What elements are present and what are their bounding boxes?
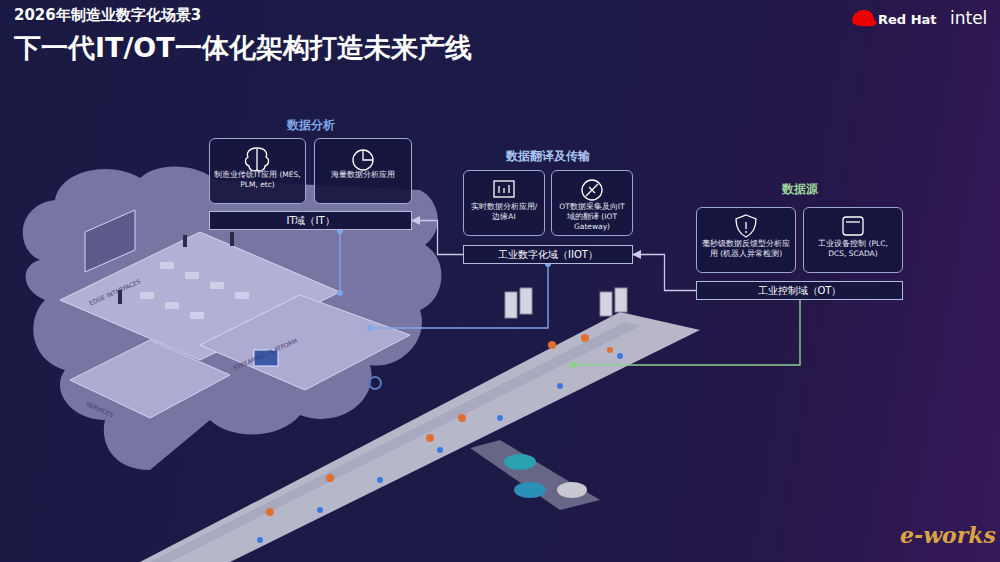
server-rack xyxy=(600,292,612,316)
redhat-logo xyxy=(852,10,877,26)
station-dot xyxy=(437,447,443,453)
person xyxy=(183,235,187,247)
group-heading: 数据源 xyxy=(696,181,903,198)
station-dot xyxy=(377,477,383,483)
tile xyxy=(165,302,179,309)
production-line xyxy=(140,288,700,562)
robot xyxy=(607,347,613,353)
station-dot xyxy=(317,507,323,513)
tile xyxy=(160,262,174,269)
server-rack xyxy=(505,292,517,318)
tile xyxy=(190,312,204,319)
robot xyxy=(548,341,556,349)
app-box: 实时数据分析应用/边缘AI xyxy=(463,170,545,236)
line-strip xyxy=(140,312,700,562)
band-text: IT域（IT） xyxy=(286,214,334,228)
station-dot xyxy=(257,537,263,543)
cloud-group xyxy=(23,166,442,470)
band-text: 工业控制域（OT） xyxy=(758,284,842,298)
flow-arrow xyxy=(412,221,463,255)
cars xyxy=(504,454,587,498)
flow-arrow xyxy=(633,255,696,291)
robot xyxy=(326,474,334,482)
servers xyxy=(505,288,627,318)
it-drop-line xyxy=(339,230,340,292)
scene-subtitle: 2026年制造业数字化场景3 xyxy=(14,6,201,25)
car xyxy=(557,482,587,498)
brand-logo: intel xyxy=(950,8,987,28)
line-strip-edge xyxy=(150,322,640,562)
ot-end-dot xyxy=(570,362,577,369)
hub-circle xyxy=(369,377,381,389)
car xyxy=(514,482,546,498)
box-text: 实时数据分析应用/边缘AI xyxy=(468,202,540,222)
iiot-end-dot xyxy=(367,325,373,331)
app-box: 毫秒级数据反馈型分析应用 (机器人异常检测) xyxy=(696,207,796,273)
app-box: 海量数据分析应用 xyxy=(314,138,412,204)
station-dot xyxy=(497,415,503,421)
domain-band: 工业数字化域（IIOT） xyxy=(463,245,633,264)
person xyxy=(230,232,234,246)
people xyxy=(118,232,234,304)
cloud-shape xyxy=(23,166,442,470)
redhat-icon xyxy=(852,10,877,26)
box-text: 工业设备控制 (PLC, DCS, SCADA) xyxy=(808,239,898,259)
band-text: 工业数字化域（IIOT） xyxy=(498,248,598,262)
slide-title: 下一代IT/OT一体化架构打造未来产线 xyxy=(14,30,472,66)
ot-drop-line xyxy=(573,300,800,365)
domain-band: 工业控制域（OT） xyxy=(696,281,903,300)
brand-logo: Red Hat xyxy=(878,12,937,27)
domain-band: IT域（IT） xyxy=(209,211,412,230)
robots xyxy=(266,334,613,516)
group-heading: 数据分析 xyxy=(209,117,412,134)
it-end-dot xyxy=(337,290,343,296)
road xyxy=(470,440,600,510)
box-text: OT数据采集及向IT域的翻译 (IOT Gateway) xyxy=(556,202,628,231)
tile xyxy=(140,292,154,299)
tile xyxy=(210,282,224,289)
server-rack xyxy=(520,288,532,314)
app-box: 制造业传统IT应用 (MES, PLM, etc) xyxy=(209,138,306,204)
iiot-drop-line xyxy=(370,264,548,328)
app-box: 工业设备控制 (PLC, DCS, SCADA) xyxy=(803,207,903,273)
robot xyxy=(426,434,434,442)
station-dots xyxy=(257,353,623,543)
box-text: 毫秒级数据反馈型分析应用 (机器人异常检测) xyxy=(701,239,791,259)
station-dot xyxy=(557,383,563,389)
screen-wall xyxy=(85,210,135,272)
server-rack xyxy=(615,288,627,312)
app-box: OT数据采集及向IT域的翻译 (IOT Gateway) xyxy=(551,170,633,236)
floor-panel xyxy=(70,340,230,418)
robot xyxy=(458,414,466,422)
robot xyxy=(266,508,274,516)
floor-panel xyxy=(200,295,410,390)
group-heading: 数据翻译及传输 xyxy=(463,148,633,165)
tile xyxy=(235,292,249,299)
car xyxy=(504,454,536,470)
grid-tiles xyxy=(140,262,249,319)
robot xyxy=(581,334,589,342)
tile xyxy=(185,272,199,279)
box-text: 海量数据分析应用 xyxy=(319,170,407,180)
station-dot xyxy=(617,353,623,359)
watermark: e-works xyxy=(900,522,996,548)
box-text: 制造业传统IT应用 (MES, PLM, etc) xyxy=(214,170,301,190)
